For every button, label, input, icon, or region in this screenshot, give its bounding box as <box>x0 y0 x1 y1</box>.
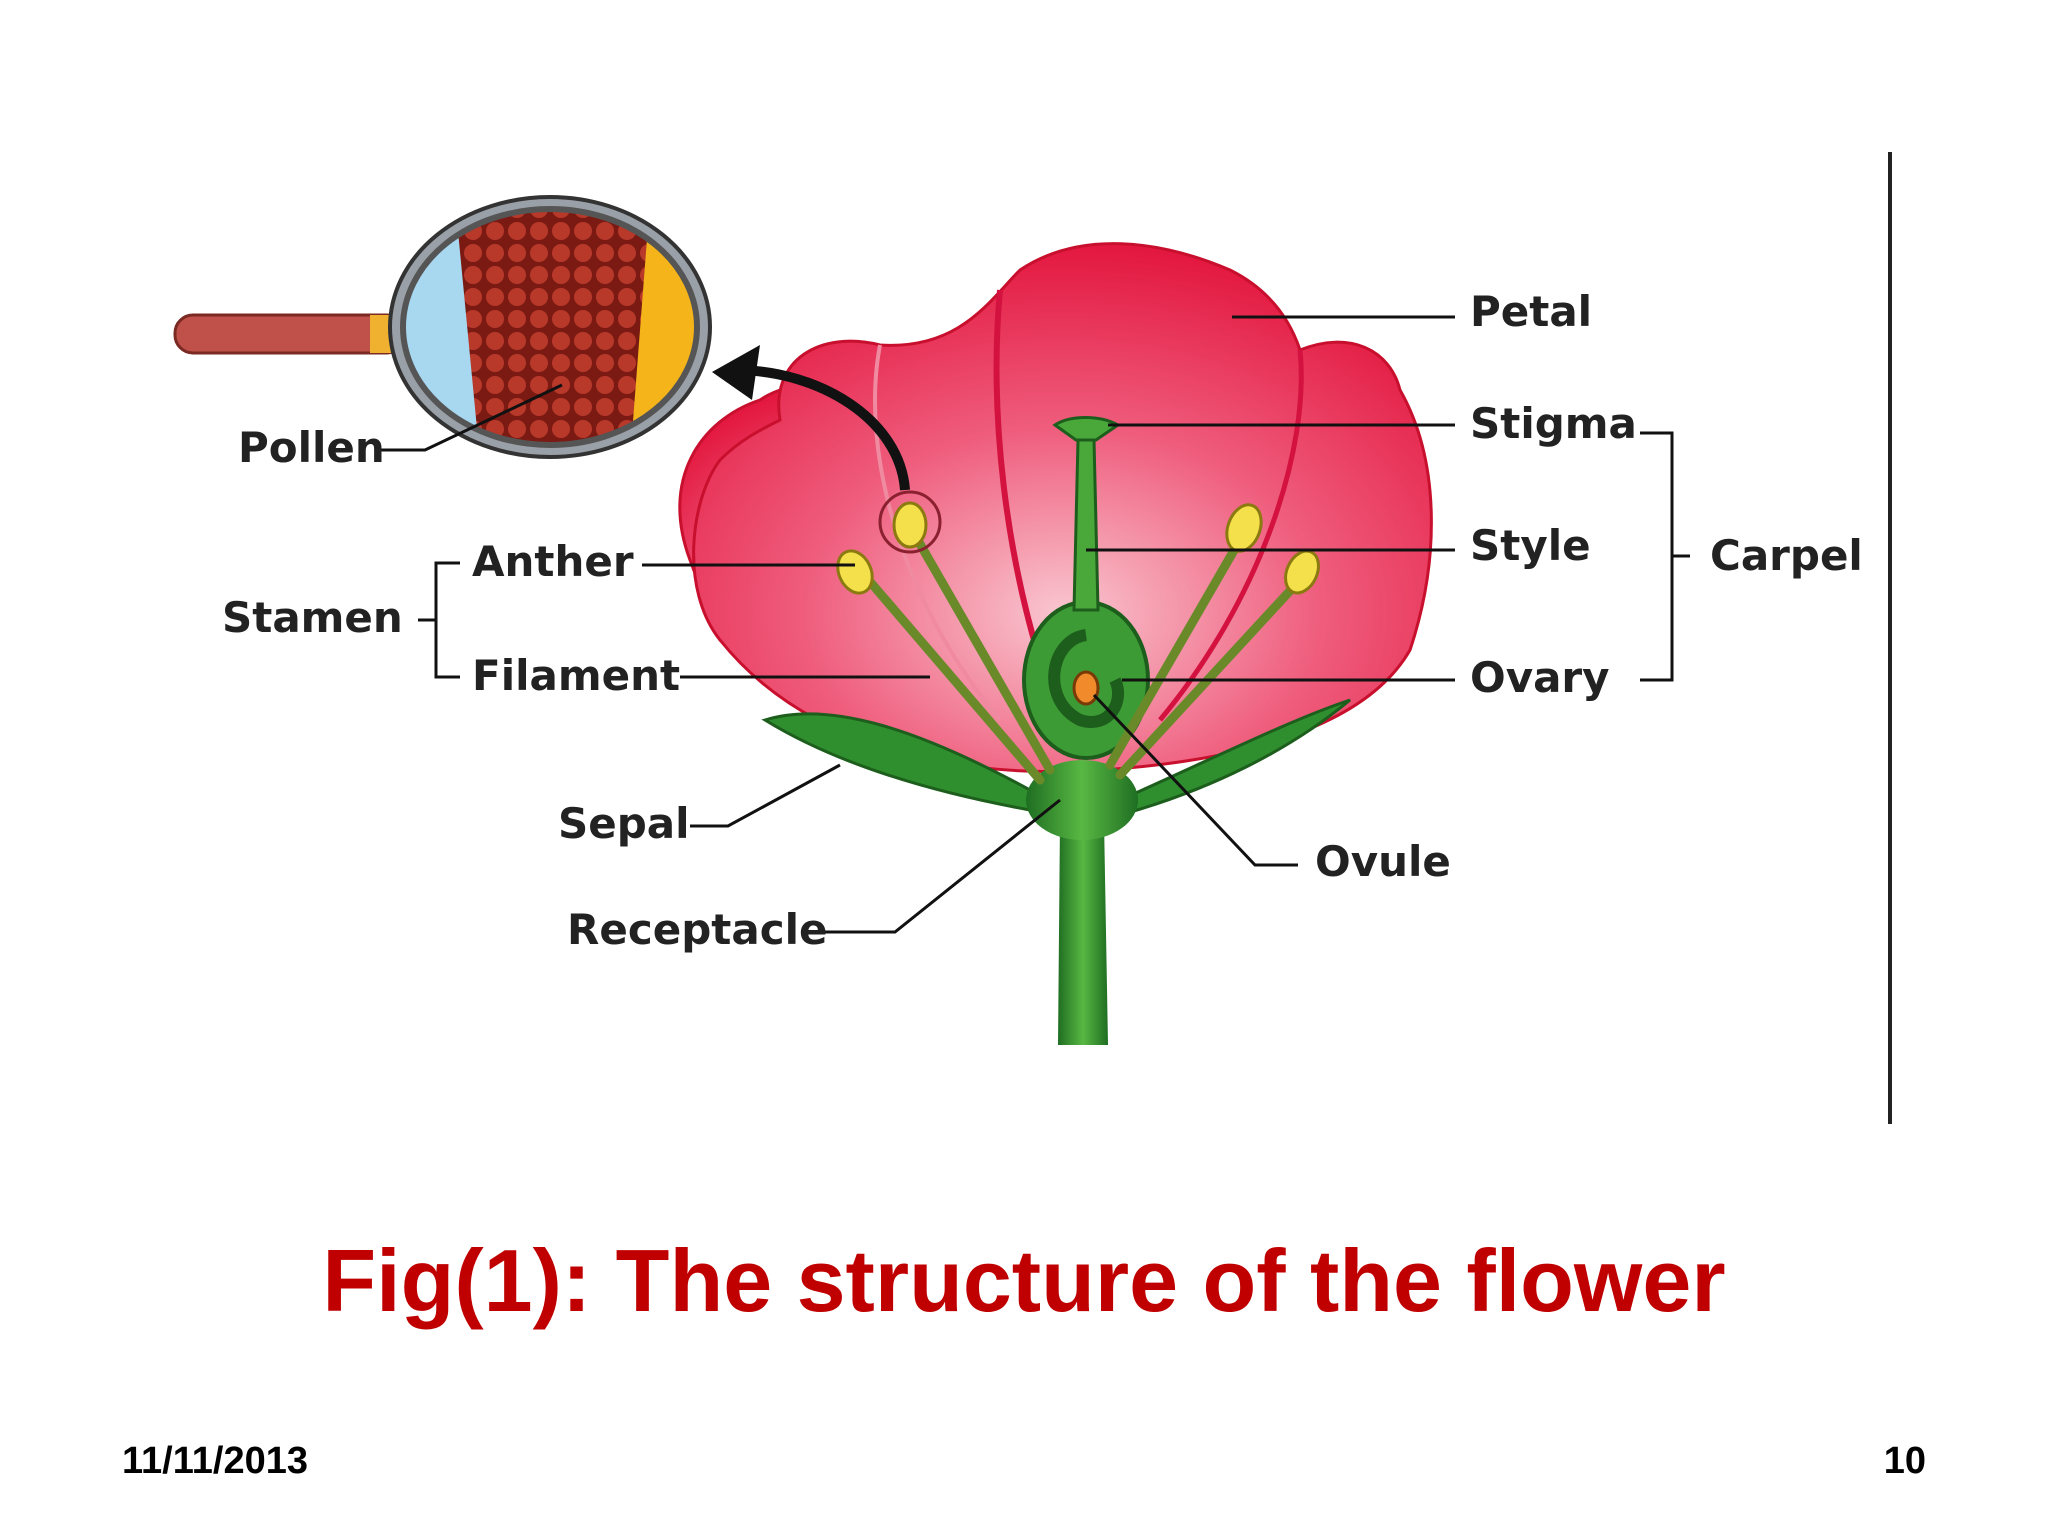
anther-4 <box>1284 549 1320 595</box>
magnifier <box>173 195 712 459</box>
anther-1 <box>836 549 874 595</box>
label-ovary: Ovary <box>1470 653 1610 702</box>
leader-lines <box>380 315 1690 934</box>
stigma <box>1052 416 1121 442</box>
anther-highlight <box>878 490 942 554</box>
figure-caption: Fig(1): The structure of the flower <box>322 1231 1726 1330</box>
label-stigma: Stigma <box>1470 399 1637 448</box>
label-receptacle: Receptacle <box>567 905 827 954</box>
anther-2 <box>892 501 928 549</box>
stem <box>1058 820 1108 1045</box>
receptacle <box>1026 760 1138 840</box>
label-stamen: Stamen <box>222 593 403 642</box>
label-style: Style <box>1470 521 1591 570</box>
style <box>1072 438 1100 612</box>
label-anther: Anther <box>472 537 634 586</box>
ovule <box>1072 670 1100 706</box>
page-number: 10 <box>1883 1440 1926 1482</box>
zoom-arrow <box>734 365 910 491</box>
label-filament: Filament <box>472 651 680 700</box>
label-carpel: Carpel <box>1710 531 1863 580</box>
label-ovule: Ovule <box>1315 837 1451 886</box>
label-pollen: Pollen <box>238 423 385 472</box>
label-sepal: Sepal <box>558 799 690 848</box>
footer-date: 11/11/2013 <box>122 1440 308 1482</box>
label-petal: Petal <box>1470 287 1592 336</box>
flower-illustration <box>678 242 1433 1045</box>
